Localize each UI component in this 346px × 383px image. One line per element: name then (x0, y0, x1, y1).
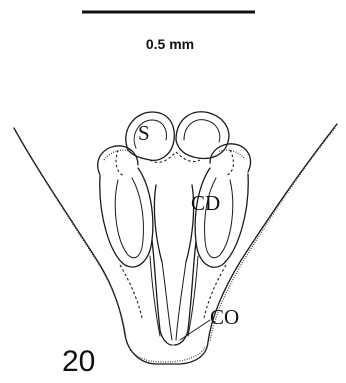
copulatory-duct-lobes (98, 144, 251, 176)
central-column (154, 185, 193, 340)
label-cd: CD (191, 191, 220, 215)
figure-number: 20 (62, 345, 95, 378)
scale-bar-label: 0.5 mm (146, 36, 194, 52)
label-s: S (138, 121, 150, 145)
label-co: CO (210, 305, 239, 329)
co-leader-line (180, 320, 210, 340)
body-wall (14, 124, 337, 364)
